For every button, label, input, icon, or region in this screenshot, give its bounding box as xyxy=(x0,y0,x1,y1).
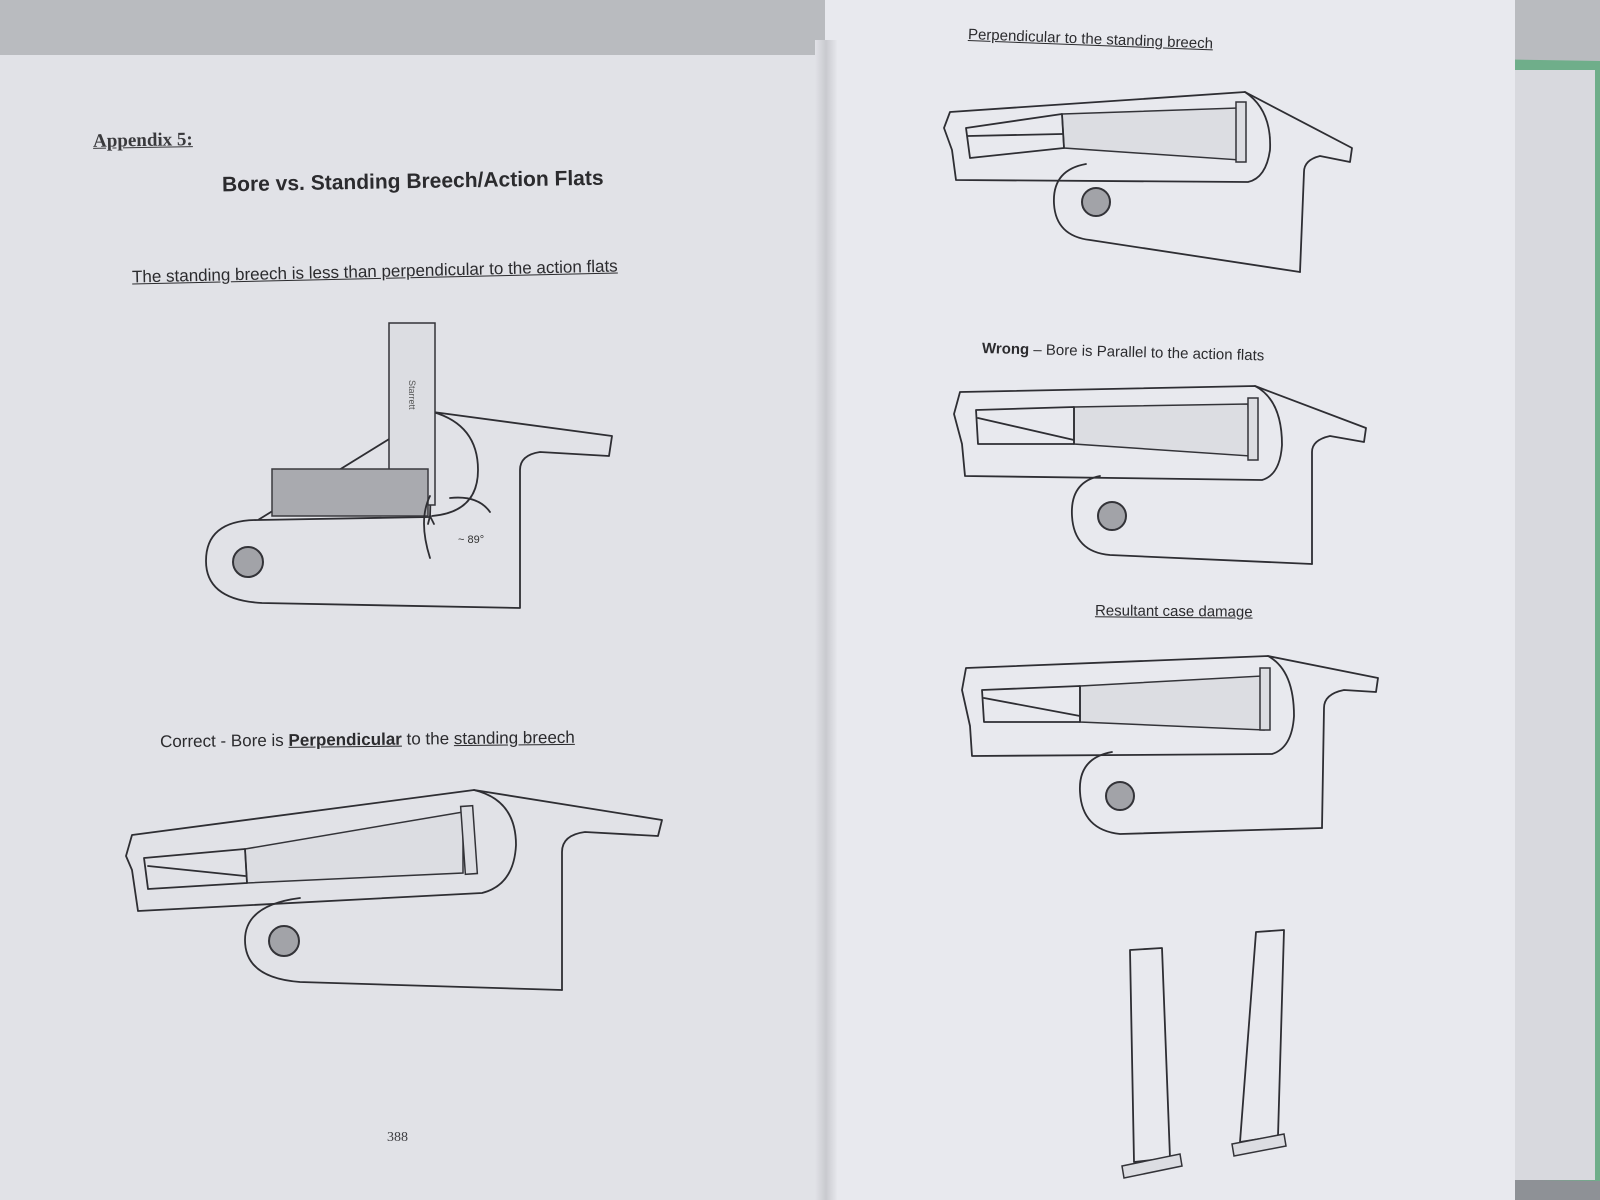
square-stock xyxy=(271,468,429,517)
action-body-outline xyxy=(205,411,613,609)
damaged-case-right-rim xyxy=(1231,1133,1287,1157)
breech-tang xyxy=(1244,91,1353,273)
damaged-case-right xyxy=(1239,929,1285,1143)
chamber-throat xyxy=(981,685,1081,723)
barrel-outline xyxy=(961,655,1295,757)
chamber-throat xyxy=(965,113,1065,159)
breech-face xyxy=(1259,667,1271,731)
hinge-pin xyxy=(1097,501,1127,531)
breech-face xyxy=(459,804,479,876)
angle-label: ~ 89° xyxy=(458,534,484,546)
chamber-throat xyxy=(143,848,248,890)
damaged-case-left xyxy=(1129,947,1171,1163)
hinge-pin xyxy=(232,546,264,578)
hinge-pin xyxy=(1105,781,1135,811)
breech-face xyxy=(1247,397,1259,461)
frame-lower xyxy=(1079,751,1323,835)
book-spine xyxy=(815,40,837,1200)
hinge-pin xyxy=(1081,187,1111,217)
frame-lower xyxy=(244,897,563,991)
breech-tang xyxy=(1254,385,1367,565)
damaged-case-left-rim xyxy=(1121,1153,1183,1179)
barrel-outline xyxy=(943,91,1271,183)
breech-face xyxy=(1235,101,1247,163)
chamber-throat xyxy=(975,406,1075,445)
page-stack-edge xyxy=(1500,70,1595,1180)
page-number: 388 xyxy=(387,1130,408,1145)
breech-tang xyxy=(473,789,663,991)
angle-arc xyxy=(423,495,491,559)
right-page xyxy=(825,0,1515,1200)
left-page xyxy=(0,55,835,1200)
barrel-outline xyxy=(125,789,517,912)
barrel-outline xyxy=(953,385,1283,481)
angle-arrow xyxy=(427,515,435,525)
hinge-pin xyxy=(268,925,300,957)
frame-lower xyxy=(1053,163,1301,273)
breech-tang xyxy=(1267,655,1379,829)
square-brand-label: Starrett xyxy=(407,380,417,410)
frame-lower xyxy=(1071,475,1313,565)
